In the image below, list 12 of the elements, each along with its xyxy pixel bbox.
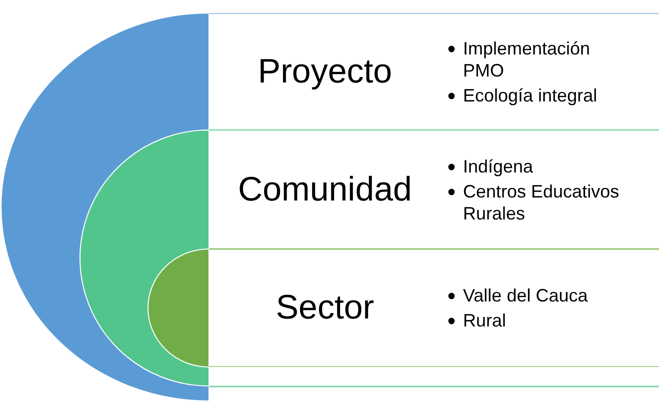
bullet-item: Implementación PMO bbox=[463, 37, 592, 81]
row-heading: Comunidad bbox=[237, 170, 413, 209]
bullet-item: Indígena bbox=[463, 155, 534, 177]
row-heading: Sector bbox=[274, 288, 376, 328]
row-panel bbox=[209, 249, 659, 367]
row-panel bbox=[209, 130, 659, 249]
row-heading: Proyecto bbox=[256, 52, 394, 91]
bullet-item: Rural bbox=[463, 310, 508, 332]
bullet-item: Centros Educativos Rurales bbox=[463, 180, 620, 224]
row-panel bbox=[209, 13, 659, 130]
bullet-item: Valle del Cauca bbox=[463, 284, 589, 306]
bullet-item: Ecología integral bbox=[463, 84, 598, 106]
